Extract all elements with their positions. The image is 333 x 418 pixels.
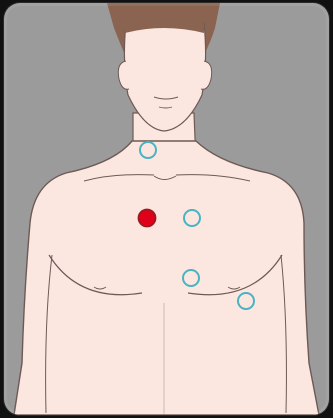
- marker-chest-left[interactable]: [139, 210, 156, 227]
- body-illustration: [4, 3, 329, 415]
- body-diagram-card: [4, 3, 329, 415]
- torso: [14, 141, 319, 415]
